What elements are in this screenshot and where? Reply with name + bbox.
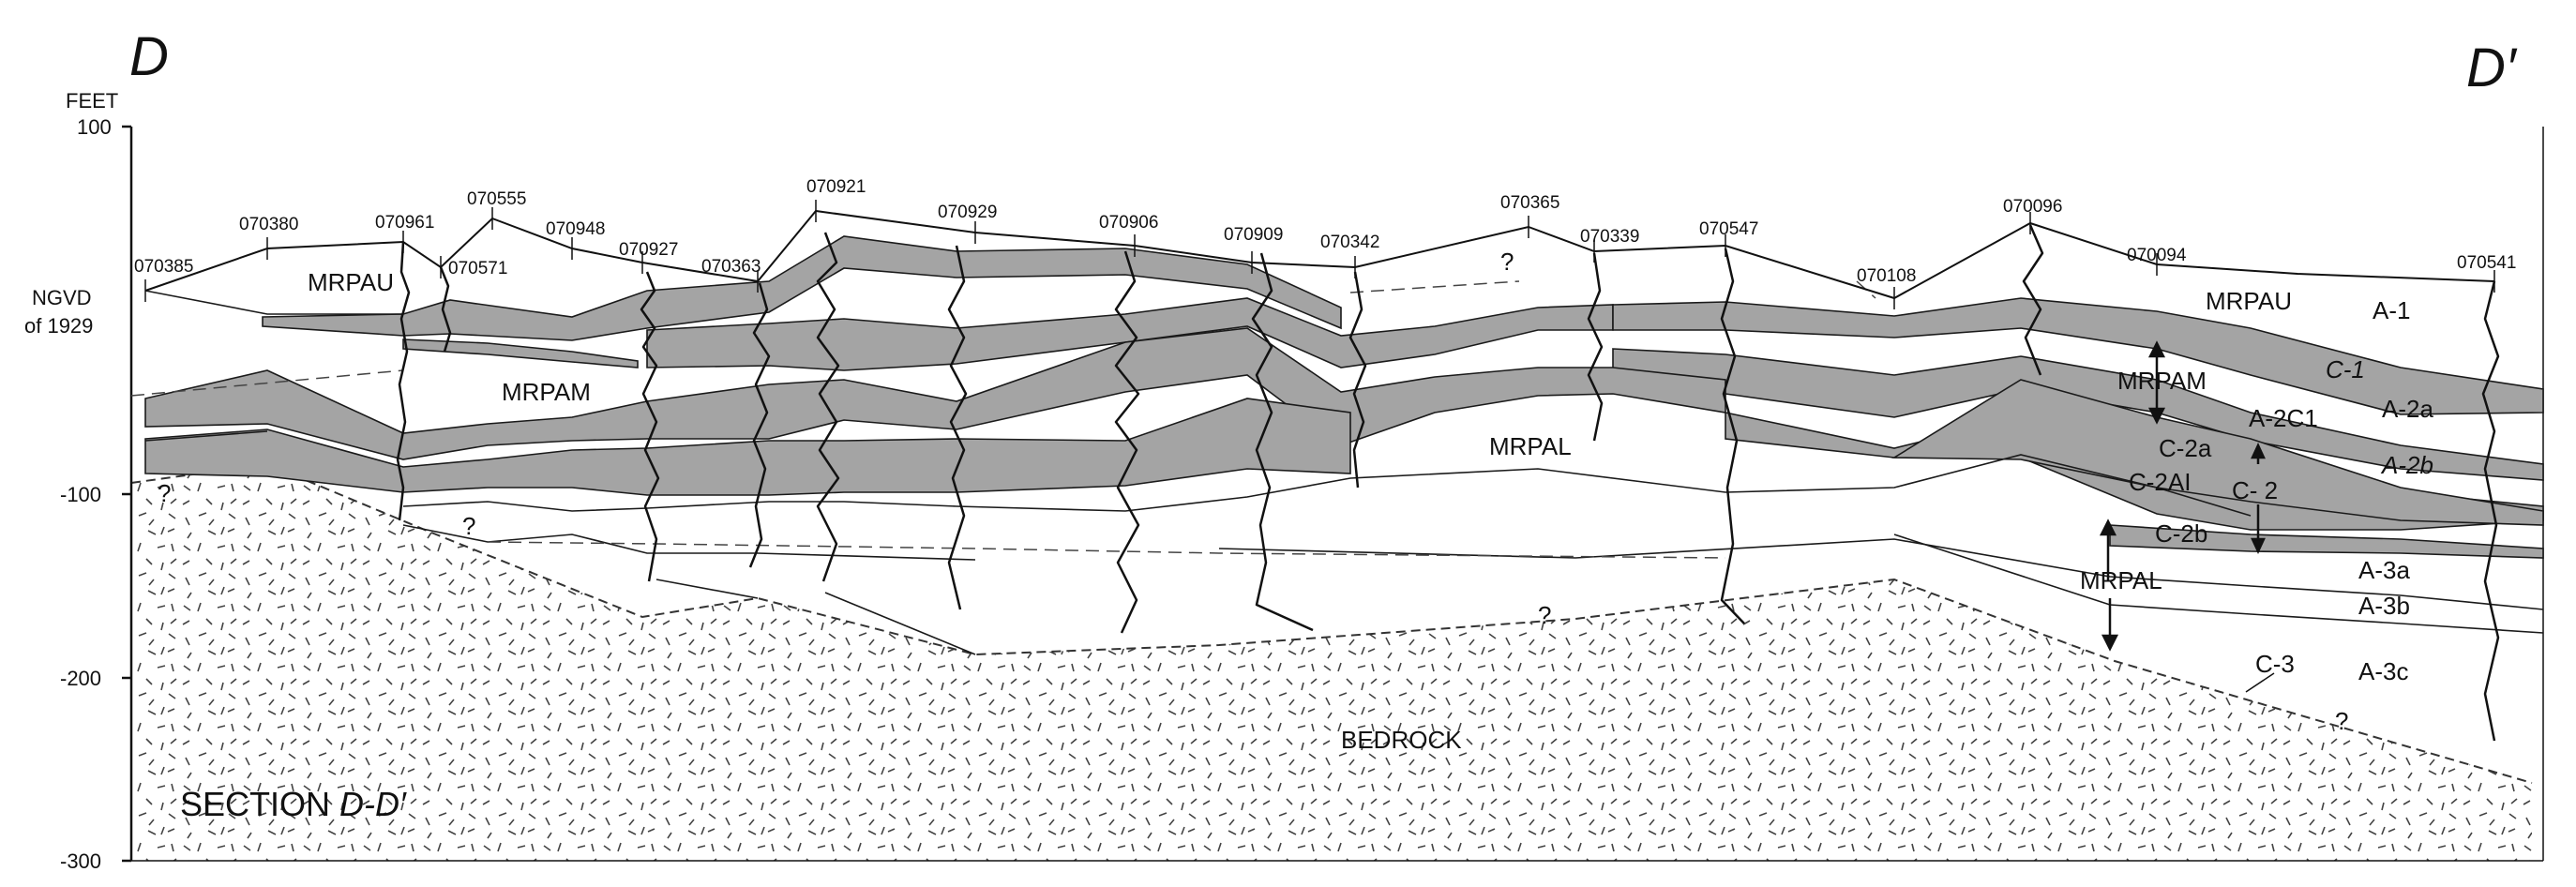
axis-unit-label: FEET	[66, 89, 118, 113]
datum-label-1: NGVD	[32, 286, 92, 309]
layer-label-c2b: C-2b	[2155, 519, 2207, 548]
contact-lines	[144, 290, 2544, 655]
well-label: 070380	[239, 215, 298, 234]
well-label: 070385	[134, 257, 193, 277]
well-label: 070961	[375, 213, 434, 233]
clay-band-lower-left	[144, 398, 1351, 496]
layer-label-c1: C-1	[2326, 355, 2365, 383]
unit-label-mrpam-right: MRPAM	[2117, 367, 2207, 395]
query-mark: ?	[2335, 707, 2348, 735]
section-letter-right: D′	[2466, 38, 2518, 98]
axis-tick-minus300: -300	[60, 849, 101, 873]
query-mark: ?	[1500, 248, 1514, 276]
query-mark: ?	[158, 479, 171, 507]
section-title: SECTION D-D′	[180, 785, 407, 823]
layer-label-a2c1: A-2C1	[2249, 404, 2318, 432]
layer-label-c2al: C-2AI	[2129, 468, 2191, 496]
layer-label-c2a: C-2a	[2159, 434, 2212, 462]
axis-ticks	[122, 125, 131, 863]
well-label: 070921	[806, 177, 866, 197]
clay-band-upper-left	[262, 235, 1342, 341]
clay-band-right-2	[1612, 348, 2544, 481]
well-label: 070342	[1320, 233, 1379, 252]
layer-label-c3: C-3	[2255, 650, 2295, 678]
layer-label-a2a: A-2a	[2382, 395, 2433, 423]
well-label: 070096	[2003, 197, 2062, 217]
well-label: 070363	[701, 257, 761, 277]
layer-label-a2b: A-2b	[2380, 451, 2433, 479]
clay-band-dashed-1	[402, 338, 639, 368]
clay-band-c2b	[1891, 379, 2544, 526]
unit-label-mrpam-left: MRPAM	[502, 378, 591, 406]
layer-label-c2: C- 2	[2232, 476, 2278, 504]
unit-label-mrpal-mid: MRPAL	[1489, 432, 1572, 460]
layer-label-a1: A-1	[2373, 296, 2410, 324]
bedrock-area	[131, 464, 2532, 861]
well-log-traces	[396, 224, 2500, 742]
well-label: 070541	[2457, 253, 2516, 273]
bedrock-surface	[130, 462, 2533, 784]
axis-tick-minus100: -100	[60, 483, 101, 506]
clay-layers	[144, 235, 2544, 559]
well-label: 070906	[1099, 213, 1158, 233]
arrows	[2099, 340, 2275, 693]
unit-label-mrpal-right: MRPAL	[2080, 566, 2162, 594]
clay-band-c2b-lower	[2109, 524, 2544, 559]
layer-label-a3c: A-3c	[2358, 657, 2408, 685]
clay-band-right-1	[1612, 297, 2544, 415]
well-label: 070108	[1857, 266, 1916, 286]
section-letter-left: D	[129, 26, 169, 87]
layer-label-a3b: A-3b	[2358, 592, 2410, 620]
well-label: 070927	[619, 240, 678, 260]
well-label: 070909	[1224, 225, 1283, 245]
axis-tick-100: 100	[77, 115, 112, 139]
well-label: 070547	[1699, 219, 1758, 239]
well-collar-ticks	[144, 200, 2495, 309]
well-label: 070929	[938, 203, 997, 222]
layer-label-a3a: A-3a	[2358, 556, 2410, 584]
well-label: 070094	[2127, 246, 2187, 265]
unit-label-mrpau-left: MRPAU	[308, 268, 394, 296]
well-label: 070948	[546, 219, 605, 239]
well-label: 070339	[1580, 227, 1639, 247]
axis-tick-minus200: -200	[60, 667, 101, 690]
unit-label-mrpau-right: MRPAU	[2206, 287, 2292, 315]
bedrock-label: BEDROCK	[1341, 726, 1462, 754]
well-label: 070365	[1500, 193, 1559, 213]
query-mark: ?	[1538, 601, 1551, 629]
query-mark: ?	[462, 512, 475, 540]
well-label: 070555	[467, 189, 526, 209]
well-label: 070571	[448, 259, 507, 278]
datum-label-2: of 1929	[24, 314, 93, 338]
well-labels: 070385 070380 070961 070571 070555 07094…	[134, 177, 2516, 286]
